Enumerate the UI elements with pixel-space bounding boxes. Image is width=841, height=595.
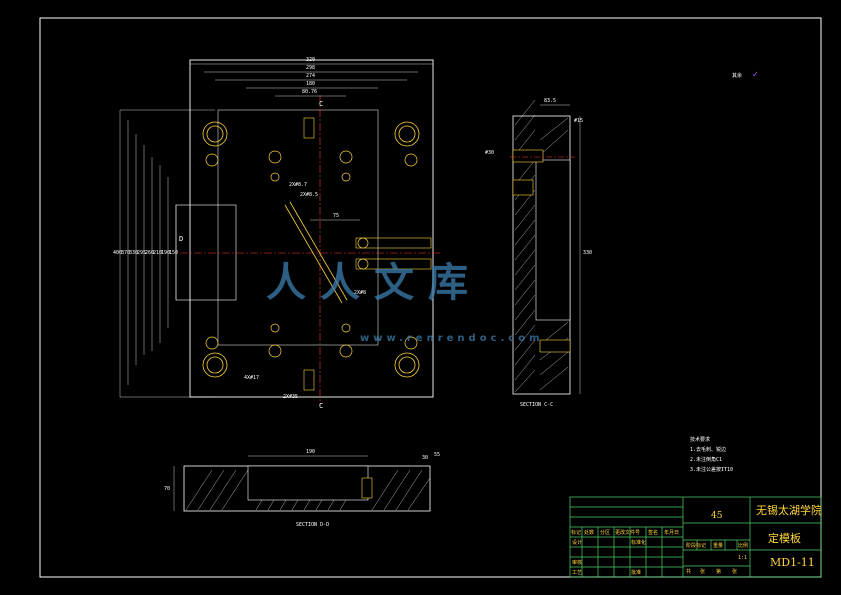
dim-angle-2: 2X#8.5 xyxy=(300,192,319,198)
dim-right-4: 330 xyxy=(583,250,593,256)
tb-header-2: 处数 xyxy=(584,530,595,536)
note-item-3: 3.未注公差按IT10 xyxy=(690,467,734,473)
section-d-label: D xyxy=(179,235,184,243)
dim-left-5: 260 xyxy=(145,250,155,256)
tb-header-4: 更改文件号 xyxy=(615,530,641,536)
tb-header-5: 签名 xyxy=(648,530,659,536)
dim-angle-5: 2X#35 xyxy=(283,394,299,400)
dim-right-1: 83.5 xyxy=(544,98,557,104)
dim-bottom-4: 70 xyxy=(164,486,171,492)
sheet-border xyxy=(39,17,822,578)
tb-weight-label: 重量 xyxy=(713,543,724,549)
dim-left-1: 400 xyxy=(113,250,123,256)
plan-view xyxy=(119,59,440,405)
dim-mid-75: 75 xyxy=(333,213,340,219)
tb-row-review: 审核 xyxy=(572,560,583,566)
tb-scale-label: 比例 xyxy=(738,543,749,549)
tb-header-1: 标记 xyxy=(571,530,582,536)
tb-sheet-3: 第 xyxy=(716,569,722,575)
guide-bush-holes xyxy=(202,121,420,378)
tb-approve: 批准 xyxy=(631,570,642,576)
dim-left-2: 370 xyxy=(121,250,131,256)
dim-bottom-2: 55 xyxy=(434,452,441,458)
tb-row-standard: 标准化 xyxy=(631,540,647,546)
dim-bottom-3: 30 xyxy=(422,455,429,461)
drawing-number-label: MD1-11 xyxy=(770,556,815,569)
tb-stage-label: 阶段标记 xyxy=(686,543,707,549)
tb-sheet-2: 张 xyxy=(700,569,706,575)
tb-row-process: 工艺 xyxy=(572,570,583,576)
title-block xyxy=(569,496,822,578)
dim-left-8: 150 xyxy=(169,250,179,256)
dim-left-7: 190 xyxy=(161,250,171,256)
dim-top-3: 274 xyxy=(306,73,316,79)
section-c-top-label: C xyxy=(319,100,324,108)
cavity-pocket-left xyxy=(175,204,237,301)
tb-header-6: 年月日 xyxy=(664,530,680,536)
surface-finish-symbol: ✓ xyxy=(752,70,759,79)
dim-right-2: #15 xyxy=(574,118,584,124)
dim-top-4: 180 xyxy=(306,81,316,87)
dim-top-2: 298 xyxy=(306,65,316,71)
dim-angle-3: 2X#8 xyxy=(354,290,367,296)
section-dd-caption: SECTION D-D xyxy=(296,522,330,528)
section-cc-caption: SECTION C-C xyxy=(520,402,554,408)
dim-left-3: 330 xyxy=(129,250,139,256)
dim-left-6: 210 xyxy=(153,250,163,256)
tb-row-design: 设计 xyxy=(572,540,583,546)
dim-top-1: 320 xyxy=(306,57,316,63)
dim-left-4: 295 xyxy=(137,250,147,256)
inner-recess xyxy=(217,109,379,346)
section-c-bottom-label: C xyxy=(319,402,324,410)
school-label: 无锡太湖学院 xyxy=(756,504,822,517)
note-item-2: 2.未注倒角C1 xyxy=(690,457,723,463)
surface-finish-label: 其余 xyxy=(732,73,743,79)
plate-outline xyxy=(189,59,434,398)
scale-value: 1:1 xyxy=(738,555,748,561)
watermark-brand: 人人文库 xyxy=(266,260,482,306)
dim-angle-1: 2X#8.7 xyxy=(289,182,308,188)
material-label: 45 xyxy=(711,511,723,521)
notes-heading: 技术要求 xyxy=(690,437,711,443)
section-cc-view xyxy=(510,99,581,395)
section-dd-view xyxy=(173,455,431,512)
dim-bottom-1: 190 xyxy=(306,449,316,455)
tb-sheet-4: 张 xyxy=(732,569,738,575)
part-name-label: 定模板 xyxy=(768,532,801,545)
note-item-1: 1.去毛刺、锐边 xyxy=(690,447,727,453)
screw-holes xyxy=(205,150,418,358)
tb-header-3: 分区 xyxy=(600,530,611,536)
dim-top-5: 80.76 xyxy=(302,89,318,95)
watermark-url: www.renrendoc.com xyxy=(360,333,544,344)
technical-notes: 技术要求 1.去毛刺、锐边 2.未注倒角C1 3.未注公差按IT10 xyxy=(690,436,733,473)
dim-angle-4: 4X#17 xyxy=(244,375,260,381)
dim-right-3: #30 xyxy=(485,150,495,156)
tb-sheet-1: 共 xyxy=(686,569,692,575)
